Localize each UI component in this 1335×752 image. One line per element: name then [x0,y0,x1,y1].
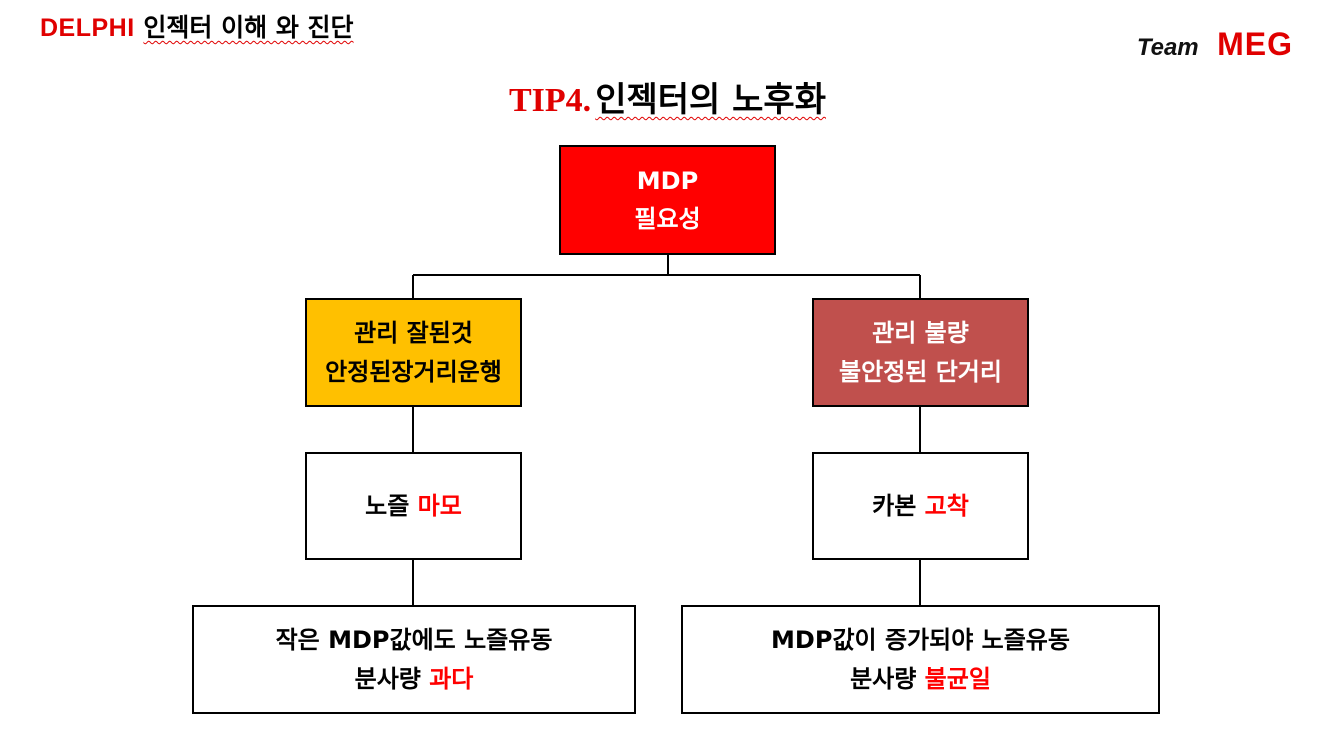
right-result-node: MDP값이 증가되야 노즐유동 분사량 불균일 [681,605,1160,714]
left-category-line2: 안정된장거리운행 [325,357,502,386]
left-effect-text: 노즐 마모 [365,487,462,525]
right-category-line2: 불안정된 단거리 [839,357,1002,386]
left-effect-highlight: 마모 [417,491,462,520]
header-subtitle: 인젝터 이해 와 진단 [143,13,354,42]
right-category-line1: 관리 불량 [872,319,969,348]
right-result-line2-prefix: 분사량 [850,664,925,693]
left-result-line1: 작은 MDP값에도 노즐유동 [275,626,553,655]
right-effect-prefix: 카본 [872,491,925,520]
right-result-line2-highlight: 불균일 [924,664,991,693]
root-line2: 필요성 [634,205,701,233]
brand-name: DELPHI [40,14,135,42]
page-title: TIP4.인젝터의 노후화 [0,72,1335,121]
root-node-mdp: MDP 필요성 [559,145,776,255]
left-result-line2-prefix: 분사량 [354,664,430,693]
root-line1: MDP [636,166,699,195]
right-result-line1: MDP값이 증가되야 노즐유동 [771,626,1070,655]
title-text: 인젝터의 노후화 [595,80,826,120]
team-label: Team [1136,34,1199,61]
right-category-node: 관리 불량 불안정된 단거리 [812,298,1029,407]
left-category-line1: 관리 잘된것 [354,319,473,348]
tip-label: TIP4. [509,82,592,119]
left-category-node: 관리 잘된것 안정된장거리운행 [305,298,522,407]
left-effect-prefix: 노즐 [365,491,418,520]
header-title: DELPHI 인젝터 이해 와 진단 [40,8,354,44]
left-result-node: 작은 MDP값에도 노즐유동 분사량 과다 [192,605,636,714]
team-logo: Team MEG [1137,26,1293,63]
right-effect-highlight: 고착 [924,491,969,520]
right-effect-text: 카본 고착 [872,487,969,525]
team-name: MEG [1217,26,1293,62]
right-effect-node: 카본 고착 [812,452,1029,560]
left-result-line2-highlight: 과다 [429,664,474,693]
left-effect-node: 노즐 마모 [305,452,522,560]
left-result-line2: 분사량 과다 [355,660,474,698]
right-result-line2: 분사량 불균일 [850,660,991,698]
